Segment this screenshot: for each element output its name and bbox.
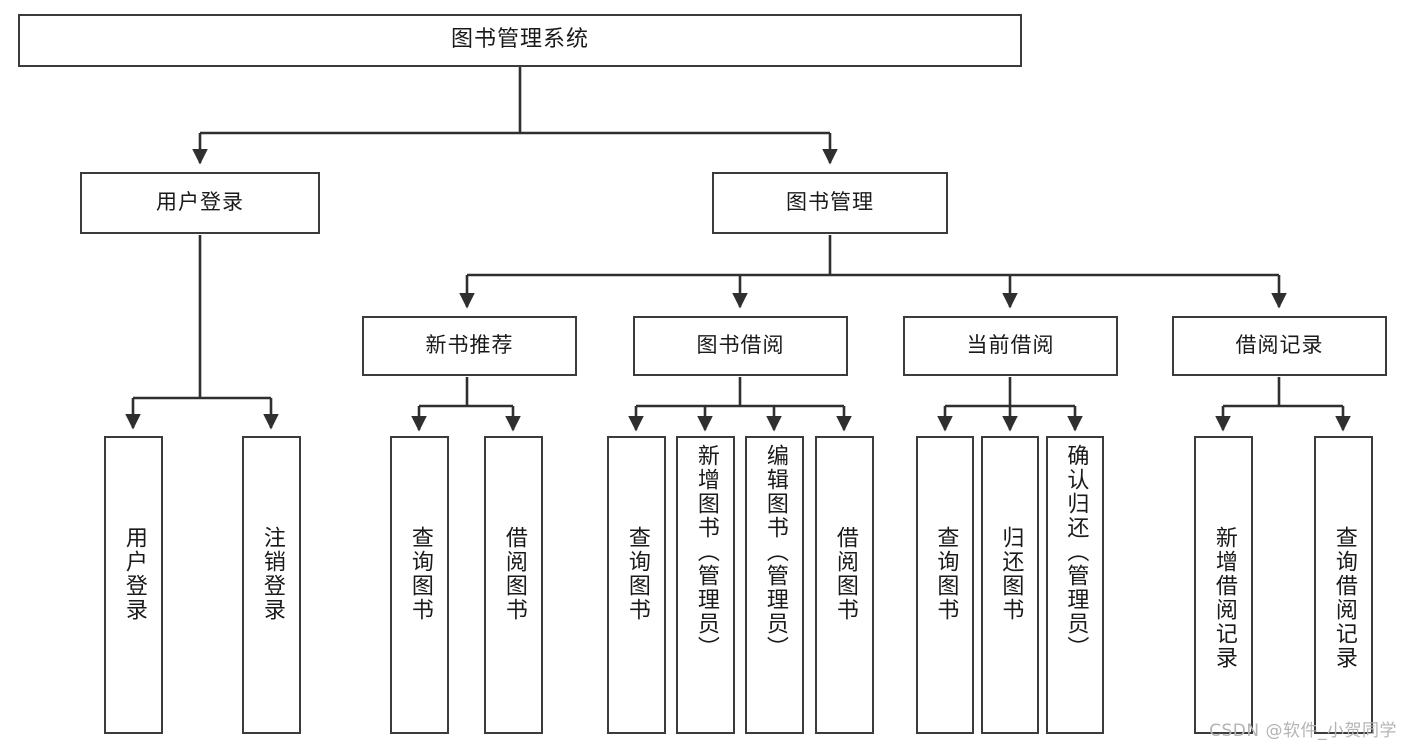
node-root-system[interactable]: 图书管理系统 [18, 14, 1022, 67]
leaf-borrow-borrow-book[interactable]: 借阅图书 [815, 436, 874, 734]
node-user-login[interactable]: 用户登录 [80, 172, 320, 234]
node-book-borrow[interactable]: 图书借阅 [633, 316, 848, 376]
leaf-label: 新增借阅记录 [1211, 526, 1237, 670]
node-book-management[interactable]: 图书管理 [712, 172, 948, 234]
node-new-book-recommend[interactable]: 新书推荐 [362, 316, 577, 376]
leaf-label: 确认归还（管理员） [1063, 444, 1089, 660]
leaf-label: 查询图书 [407, 526, 433, 622]
leaf-label: 用户登录 [121, 526, 147, 622]
node-label: 图书管理 [786, 190, 874, 215]
leaf-label: 注销登录 [259, 526, 285, 622]
leaf-new-book-query[interactable]: 查询图书 [390, 436, 449, 734]
leaf-label: 编辑图书（管理员） [762, 444, 788, 660]
leaf-label: 新增图书（管理员） [693, 444, 719, 660]
leaf-current-return-book[interactable]: 归还图书 [981, 436, 1039, 734]
leaf-label: 查询图书 [933, 526, 959, 622]
leaf-user-login-logout[interactable]: 注销登录 [242, 436, 301, 734]
leaf-label: 归还图书 [998, 526, 1024, 622]
node-label: 图书管理系统 [450, 27, 589, 53]
leaf-label: 查询借阅记录 [1331, 526, 1357, 670]
leaf-record-query-record[interactable]: 查询借阅记录 [1314, 436, 1373, 734]
node-label: 图书借阅 [696, 333, 785, 358]
leaf-borrow-edit-book[interactable]: 编辑图书（管理员） [745, 436, 804, 734]
node-label: 用户登录 [156, 190, 244, 215]
leaf-new-book-borrow[interactable]: 借阅图书 [484, 436, 543, 734]
leaf-current-confirm-return[interactable]: 确认归还（管理员） [1046, 436, 1104, 734]
leaf-user-login-login[interactable]: 用户登录 [104, 436, 163, 734]
leaf-label: 查询图书 [624, 526, 650, 622]
node-current-borrow[interactable]: 当前借阅 [903, 316, 1118, 376]
node-label: 新书推荐 [425, 333, 514, 358]
leaf-label: 借阅图书 [501, 526, 527, 622]
leaf-label: 借阅图书 [832, 526, 858, 622]
node-borrow-record[interactable]: 借阅记录 [1172, 316, 1387, 376]
leaf-current-query-book[interactable]: 查询图书 [916, 436, 974, 734]
node-label: 借阅记录 [1235, 333, 1324, 358]
node-label: 当前借阅 [966, 333, 1055, 358]
leaf-record-add-record[interactable]: 新增借阅记录 [1194, 436, 1253, 734]
leaf-borrow-add-book[interactable]: 新增图书（管理员） [676, 436, 735, 734]
leaf-borrow-query-book[interactable]: 查询图书 [607, 436, 666, 734]
csdn-watermark: CSDN @软件_小贺同学 [1209, 721, 1397, 741]
